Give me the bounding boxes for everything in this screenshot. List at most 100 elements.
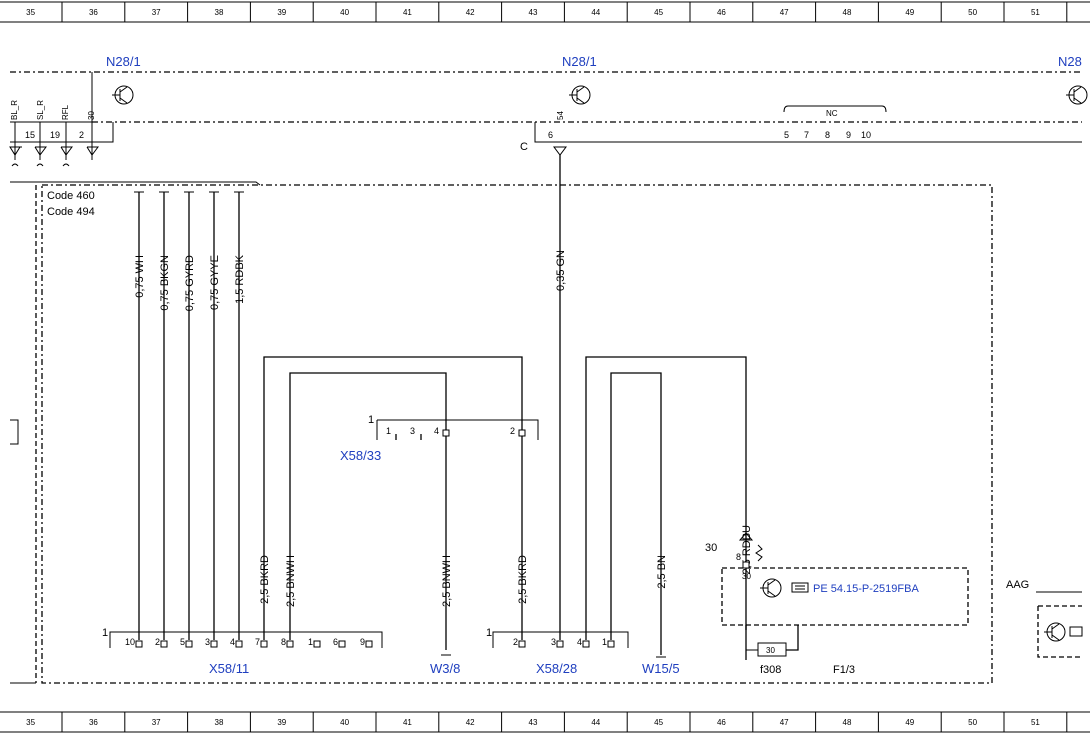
- connector-start-pin: 1: [102, 627, 108, 639]
- ruler-cell-label: 44: [591, 718, 600, 727]
- ruler-cell-label: 41: [403, 718, 412, 727]
- code-460-label: Code 460: [47, 190, 95, 202]
- nc-pin: 5: [784, 130, 789, 140]
- ruler-cell-label: 45: [654, 8, 663, 17]
- ruler-cell-label: 40: [340, 8, 349, 17]
- wire-loops: [263, 356, 747, 658]
- aag-label: AAG: [1006, 579, 1029, 591]
- wire-label: 2,5 BNWH: [285, 555, 297, 607]
- pin-terminal: [260, 640, 268, 648]
- ruler-cell-label: 47: [780, 718, 789, 727]
- connector-c-label: C: [520, 141, 528, 153]
- transistor-icon: [112, 85, 134, 105]
- pin-number: 3: [205, 637, 210, 647]
- ruler-cell-label: 42: [466, 718, 475, 727]
- connector-x58-33-label: X58/33: [340, 448, 381, 463]
- pin-number: 6: [333, 637, 338, 647]
- ruler-cell-label: 37: [152, 718, 161, 727]
- ruler-cell-label: 44: [591, 8, 600, 17]
- ruler-cell-label: 42: [466, 8, 475, 17]
- ruler-cell-label: 40: [340, 718, 349, 727]
- n28-left-label: N28/1: [106, 54, 141, 69]
- aag-module: [1036, 591, 1083, 658]
- ruler-cell-label: 48: [843, 718, 852, 727]
- pin-8: 8: [736, 552, 741, 562]
- n28-mid-label: N28/1: [562, 54, 597, 69]
- pin-30-inner: 30: [742, 572, 751, 581]
- wire-label: 2,5 BN: [656, 555, 668, 589]
- wire-label: 2,5 BNWH: [441, 555, 453, 607]
- pin-number: 10: [125, 637, 135, 647]
- connector-x58-28-label: X58/28: [536, 661, 577, 676]
- code-area-outline: [10, 181, 993, 684]
- pin-54: 54 6 C: [520, 111, 567, 156]
- n28-control-unit-outline: [10, 71, 1082, 143]
- nc-pin: 7: [804, 130, 809, 140]
- pin-number: 7: [255, 637, 260, 647]
- top-left-pins: BL_R SL_R RFL 30 15 19 2: [9, 100, 99, 167]
- pin-number: 9: [360, 637, 365, 647]
- pin-number: 8: [281, 637, 286, 647]
- ruler-cell-label: 46: [717, 718, 726, 727]
- pin-number: 2: [155, 637, 160, 647]
- ruler-cell-label: 39: [277, 718, 286, 727]
- nc-pin: 10: [861, 130, 871, 140]
- pin-number-15: 15: [25, 130, 35, 140]
- ruler-cell-label: 45: [654, 718, 663, 727]
- ruler-cell-label: 50: [968, 8, 977, 17]
- module-f1-3-label: F1/3: [833, 664, 855, 676]
- ruler-cell-label: 35: [26, 8, 35, 17]
- transistor-icon: [569, 85, 591, 105]
- wire-label: 2,5 BKRD: [517, 555, 529, 604]
- connector-x58-11-label: X58/11: [209, 661, 249, 676]
- ruler-cell-label: 43: [529, 8, 538, 17]
- fuse-rating: 30: [766, 646, 775, 655]
- pin-number: 4: [577, 637, 582, 647]
- pin-terminal: [365, 640, 373, 648]
- pin-number: 1: [308, 637, 313, 647]
- code-494-label: Code 494: [47, 206, 95, 218]
- ruler-cell-label: 37: [152, 8, 161, 17]
- pin-number: 2: [513, 637, 518, 647]
- top-ruler: 353637383940414243444546474849505152: [0, 1, 1090, 23]
- pin-number: 4: [434, 426, 439, 436]
- ruler-cell-label: 51: [1031, 8, 1040, 17]
- ruler-cell-label: 48: [843, 8, 852, 17]
- transistor-icon: [1066, 85, 1088, 105]
- pin-terminal: [313, 640, 321, 648]
- pin-terminal: [286, 640, 294, 648]
- nc-pin-group: NC 5 7 8 9 10: [783, 105, 887, 140]
- wire-label: 0,75 GYRD: [184, 255, 196, 311]
- ruler-cell-label: 39: [277, 8, 286, 17]
- pin-number-2: 2: [79, 130, 84, 140]
- ruler-cell-label: 49: [905, 718, 914, 727]
- pin-terminal: [160, 640, 168, 648]
- wire-label: 2,5 BKRD: [259, 555, 271, 604]
- ruler-cell-label: 38: [215, 8, 224, 17]
- ground-w3-8-label: W3/8: [430, 661, 460, 676]
- ruler-cell-label: 47: [780, 8, 789, 17]
- pin-terminal: [582, 640, 590, 648]
- pin-number: 1: [386, 426, 391, 436]
- pin-name-30: 30: [87, 111, 96, 120]
- wire-label: 0,75 WH: [134, 255, 146, 298]
- pin-terminal: [135, 640, 143, 648]
- pin-number-6: 6: [548, 130, 553, 140]
- ruler-cell-label: 43: [529, 718, 538, 727]
- pin-name-54: 54: [556, 111, 565, 120]
- pe-reference-link[interactable]: PE 54.15-P-2519FBA: [813, 583, 919, 595]
- nc-pin: 9: [846, 130, 851, 140]
- wire-label: 0,75 GYYE: [209, 255, 221, 310]
- wire-group-left: [134, 191, 244, 640]
- pin-number: 4: [230, 637, 235, 647]
- pin-terminal: [185, 640, 193, 648]
- connector-start-pin: 1: [486, 627, 492, 639]
- wire-label: 0,35 GN: [555, 250, 567, 291]
- fuse-f308-label: f308: [760, 664, 781, 676]
- ruler-cell-label: 36: [89, 8, 98, 17]
- nc-label: NC: [826, 109, 838, 118]
